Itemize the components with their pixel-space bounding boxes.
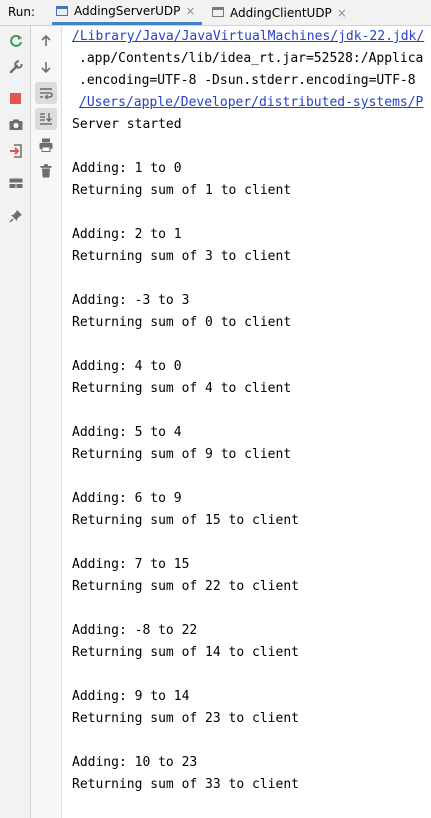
- console-output-line: Adding: 2 to 1: [72, 227, 182, 242]
- pin-tab-button[interactable]: [5, 205, 27, 227]
- console-output-line: Adding: 10 to 23: [72, 755, 198, 770]
- console-command-line: .app/Contents/lib/idea_rt.jar=52528:/App…: [79, 51, 424, 66]
- console-output-line: Returning sum of 9 to client: [72, 447, 292, 462]
- layout-icon: [9, 178, 23, 188]
- console-output-line: Adding: 9 to 14: [72, 689, 190, 704]
- console-output-line: Adding: -8 to 22: [72, 623, 198, 638]
- console-output-line: Returning sum of 33 to client: [72, 777, 299, 792]
- camera-icon: [9, 119, 23, 130]
- exit-button[interactable]: [5, 140, 27, 162]
- scroll-to-end-button[interactable]: [35, 108, 57, 130]
- tab-label: AddingClientUDP: [230, 5, 332, 20]
- rerun-icon: [10, 34, 22, 47]
- console-command-line: .encoding=UTF-8 -Dsun.stderr.encoding=UT…: [79, 73, 416, 88]
- console-command-line[interactable]: /Library/Java/JavaVirtualMachines/jdk-22…: [72, 29, 425, 44]
- rerun-button[interactable]: [5, 30, 27, 52]
- console-actions-toolbar: [31, 26, 62, 818]
- close-icon[interactable]: ×: [185, 4, 196, 18]
- run-label: Run:: [8, 5, 36, 19]
- run-tool-window-header: Run: AddingServerUDP × AddingClientUDP ×: [0, 0, 431, 26]
- edit-configuration-button[interactable]: [5, 56, 27, 78]
- console-output-line: Returning sum of 15 to client: [72, 513, 299, 528]
- wrench-icon: [9, 60, 23, 74]
- console-output-line: Adding: 6 to 9: [72, 491, 182, 506]
- previous-occurrence-button[interactable]: [35, 30, 57, 52]
- console-output-line: Adding: 4 to 0: [72, 359, 182, 374]
- tab-adding-server-udp[interactable]: AddingServerUDP ×: [52, 0, 202, 25]
- soft-wrap-button[interactable]: [35, 82, 57, 104]
- console-output-line: Returning sum of 3 to client: [72, 249, 292, 264]
- arrow-down-icon: [41, 62, 51, 74]
- console-output-line: Adding: 5 to 4: [72, 425, 182, 440]
- dump-threads-button[interactable]: [5, 114, 27, 136]
- close-icon[interactable]: ×: [336, 5, 347, 20]
- console-output[interactable]: /Library/Java/JavaVirtualMachines/jdk-22…: [62, 26, 431, 818]
- tab-label: AddingServerUDP: [74, 4, 181, 18]
- soft-wrap-icon: [40, 88, 53, 100]
- console-output-line: Returning sum of 23 to client: [72, 711, 299, 726]
- stop-button[interactable]: [5, 88, 27, 110]
- exit-icon: [10, 144, 22, 158]
- print-icon: [39, 138, 53, 152]
- run-config-icon: [212, 7, 224, 18]
- trash-icon: [40, 164, 52, 178]
- console-output-line: Returning sum of 22 to client: [72, 579, 299, 594]
- console-output-line: Returning sum of 1 to client: [72, 183, 292, 198]
- arrow-up-icon: [41, 34, 51, 46]
- clear-all-button[interactable]: [35, 160, 57, 182]
- print-button[interactable]: [35, 134, 57, 156]
- console-output-line: Adding: -3 to 3: [72, 293, 190, 308]
- console-output-line: Returning sum of 14 to client: [72, 645, 299, 660]
- console-output-line: Server started: [72, 117, 182, 132]
- scroll-to-end-icon: [40, 113, 53, 125]
- console-output-line: Returning sum of 4 to client: [72, 381, 292, 396]
- console-output-line: Adding: 1 to 0: [72, 161, 182, 176]
- tab-adding-client-udp[interactable]: AddingClientUDP ×: [212, 0, 362, 25]
- run-actions-toolbar: [0, 26, 31, 818]
- stop-icon: [10, 93, 21, 104]
- console-command-line[interactable]: /Users/apple/Developer/distributed-syste…: [79, 95, 424, 110]
- layout-settings-button[interactable]: [5, 172, 27, 194]
- console-output-line: Returning sum of 0 to client: [72, 315, 292, 330]
- console-output-line: Adding: 7 to 15: [72, 557, 190, 572]
- run-config-icon: [56, 5, 68, 17]
- pin-icon: [9, 210, 22, 223]
- next-occurrence-button[interactable]: [35, 56, 57, 78]
